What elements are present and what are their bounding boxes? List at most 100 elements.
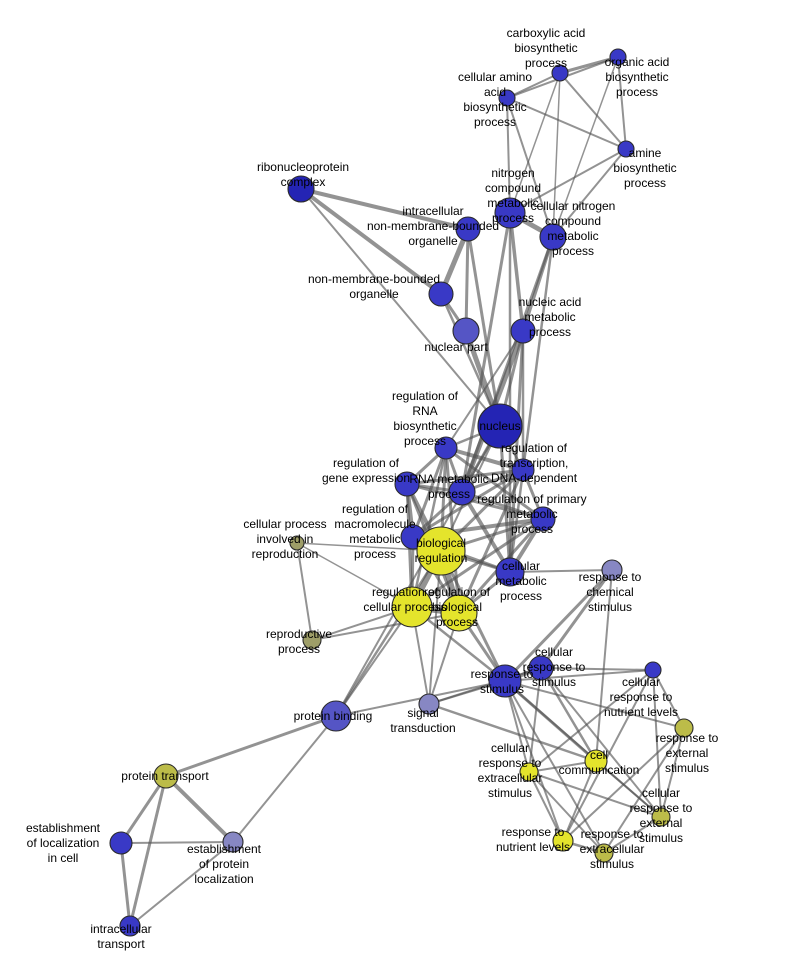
edge-repro--regbio[interactable]	[311, 612, 460, 641]
edge-respstim--crnutr[interactable]	[504, 669, 654, 682]
edge-sigtrans--bioreg[interactable]	[428, 550, 442, 705]
edge-amino--cnitro[interactable]	[506, 97, 554, 238]
edge-cellresp--respchem[interactable]	[539, 568, 614, 670]
edge-carbox--nitro[interactable]	[509, 72, 561, 214]
edge-protbind--nucleus[interactable]	[335, 425, 501, 717]
node-carbox[interactable]	[551, 64, 569, 82]
edge-respext--crext[interactable]	[660, 727, 685, 818]
node-prottrans[interactable]	[153, 763, 179, 789]
edge-respnutr--crextra[interactable]	[528, 771, 564, 842]
edge-ribo--inmbo[interactable]	[299, 187, 470, 231]
node-nitro[interactable]	[494, 197, 526, 229]
node-cellresp[interactable]	[528, 655, 554, 681]
edge-prottrans--intratrans[interactable]	[128, 774, 168, 928]
edge-estprot--intratrans[interactable]	[129, 841, 234, 927]
edge-respextra--crext[interactable]	[603, 816, 662, 854]
edge-prottrans--estprot[interactable]	[164, 774, 235, 844]
node-rnamet[interactable]	[448, 478, 476, 506]
edge-cellresp--crext[interactable]	[540, 667, 662, 818]
edge-amino--amine[interactable]	[506, 97, 627, 150]
edge-nucacid--regrna[interactable]	[445, 330, 524, 449]
node-sigtrans[interactable]	[418, 693, 440, 715]
edge-amine--nitro[interactable]	[509, 148, 627, 214]
edge-crnutr--crextra[interactable]	[528, 669, 654, 773]
node-amine[interactable]	[617, 140, 635, 158]
edge-estloc--estprot[interactable]	[120, 841, 234, 844]
node-repro[interactable]	[302, 630, 322, 650]
edge-nucacid--cellmet[interactable]	[508, 329, 525, 574]
node-regtx[interactable]	[511, 458, 535, 482]
node-regcell[interactable]	[391, 586, 433, 628]
edge-cellresp--crextra[interactable]	[528, 667, 542, 773]
edge-protbind--prottrans[interactable]	[164, 714, 338, 778]
edge-respstim--respchem[interactable]	[503, 568, 614, 683]
node-cnitro[interactable]	[539, 223, 567, 251]
edge-cellresp--cellcomm[interactable]	[539, 666, 598, 763]
edge-respext--respnutr[interactable]	[562, 727, 685, 842]
edge-estloc--intratrans[interactable]	[119, 841, 132, 928]
edge-cellmet--nucleus[interactable]	[498, 424, 512, 574]
node-regbio[interactable]	[440, 594, 478, 632]
edge-cellcomm--respnutr[interactable]	[562, 760, 597, 842]
node-respchem[interactable]	[601, 559, 623, 581]
node-bioreg[interactable]	[416, 526, 466, 576]
edge-regrna--regprim[interactable]	[444, 446, 545, 521]
node-estloc[interactable]	[109, 831, 133, 855]
edge-inmbo--nucleus[interactable]	[466, 227, 502, 428]
edge-crextra--crext[interactable]	[528, 771, 662, 818]
node-respnutr[interactable]	[552, 830, 574, 852]
edge-regtx--regbio[interactable]	[457, 468, 525, 615]
node-nucacid[interactable]	[510, 318, 536, 344]
edge-estprot--protbind[interactable]	[232, 715, 337, 843]
edge-respstim--respext[interactable]	[504, 680, 685, 729]
edge-protbind--bioreg[interactable]	[334, 549, 443, 718]
edge-respnutr--crnutr[interactable]	[562, 669, 654, 842]
edge-respext--crnutr[interactable]	[652, 669, 685, 729]
node-respextra[interactable]	[594, 843, 614, 863]
node-regrna[interactable]	[434, 436, 458, 460]
node-respstim[interactable]	[488, 664, 522, 698]
edge-crnutr--crext[interactable]	[652, 669, 662, 818]
edge-protbind--regcell[interactable]	[335, 606, 413, 717]
edge-respextra--crextra[interactable]	[528, 771, 605, 854]
node-cpir[interactable]	[289, 535, 305, 551]
edge-respstim--respnutr[interactable]	[504, 680, 564, 842]
node-estprot[interactable]	[222, 831, 244, 853]
edge-cellmet--respchem[interactable]	[509, 569, 613, 573]
node-crextra[interactable]	[519, 762, 539, 782]
edge-nitro--rnamet[interactable]	[460, 211, 512, 494]
edge-cpir--regcell[interactable]	[296, 542, 413, 608]
edge-rnamet--cellmet[interactable]	[460, 490, 512, 574]
edge-reggene--regprim[interactable]	[405, 482, 545, 521]
node-ribo[interactable]	[287, 175, 315, 203]
node-reggene[interactable]	[394, 471, 420, 497]
node-amino[interactable]	[498, 89, 516, 107]
edge-ribo--nmbo[interactable]	[299, 187, 443, 296]
edge-carbox--cnitro[interactable]	[552, 72, 561, 238]
edge-organic--cnitro[interactable]	[552, 56, 619, 238]
edge-nitro--nucacid[interactable]	[508, 211, 525, 333]
edge-cellresp--crnutr[interactable]	[540, 667, 654, 671]
node-nmbo[interactable]	[428, 281, 454, 307]
edge-cellcomm--sigtrans[interactable]	[427, 702, 598, 763]
edge-respext--respextra[interactable]	[603, 727, 685, 854]
node-nucpart[interactable]	[452, 317, 480, 345]
edge-respchem--cellcomm[interactable]	[595, 569, 613, 762]
node-nucleus[interactable]	[477, 403, 523, 449]
node-inmbo[interactable]	[455, 216, 481, 242]
edge-prottrans--estloc[interactable]	[119, 774, 168, 845]
edge-cnitro--cellmet[interactable]	[508, 235, 555, 574]
edge-ribo--nucleus[interactable]	[300, 188, 501, 427]
node-respext[interactable]	[674, 718, 694, 738]
edge-cellcomm--crext[interactable]	[595, 760, 662, 818]
node-organic[interactable]	[609, 48, 627, 66]
edge-carbox--organic[interactable]	[558, 55, 620, 75]
node-crext[interactable]	[651, 807, 671, 827]
edge-cpir--repro[interactable]	[296, 542, 313, 641]
edge-organic--amine[interactable]	[617, 56, 627, 150]
node-cellcomm[interactable]	[584, 749, 608, 773]
node-intratrans[interactable]	[119, 915, 141, 937]
edge-carbox--amine[interactable]	[559, 72, 627, 150]
node-protbind[interactable]	[320, 700, 352, 732]
edge-amino--nitro[interactable]	[506, 97, 511, 214]
